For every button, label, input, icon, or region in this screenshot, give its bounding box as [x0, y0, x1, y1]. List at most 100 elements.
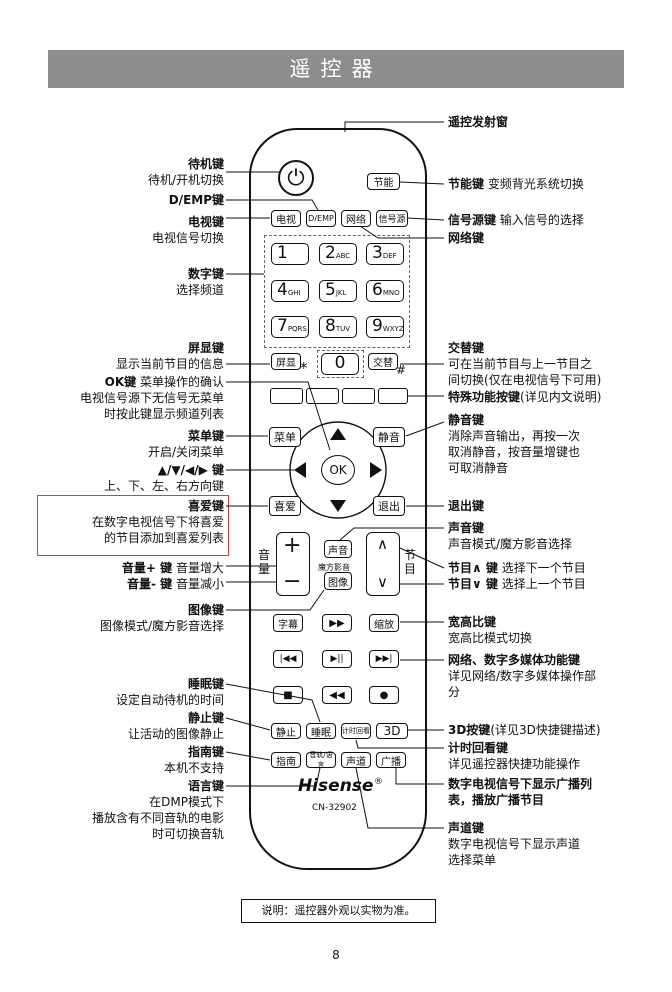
stop-button[interactable]: ■ — [273, 686, 303, 704]
picture-button[interactable]: 图像 — [324, 572, 352, 590]
channel-button[interactable]: 声道 — [341, 752, 371, 768]
source-button[interactable]: 信号源 — [376, 210, 408, 227]
mute-label-line4: 可取消静音 — [448, 461, 509, 475]
menu-button[interactable]: 菜单 — [269, 427, 301, 447]
sleep-label: 睡眠键设定自动待机的时间 — [115, 677, 224, 707]
channel-label-line2: 数字电视信号下显示声道 — [448, 837, 581, 851]
arrows-label: ▲/▼/◀/▶ 键上、下、左、右方向键 — [103, 463, 224, 493]
digit-2-button[interactable]: 2ABC — [319, 243, 357, 265]
program-up-label: 节目∧ 键 选择下一个节目 — [448, 561, 586, 575]
mute-label-line2: 消除声音输出，再按一次 — [448, 429, 581, 443]
ok-label-line3: 时按此键显示频道列表 — [103, 407, 224, 421]
program-up-button[interactable]: ∧ — [377, 535, 388, 553]
guide-button[interactable]: 指南 — [271, 752, 301, 768]
digit-0-button[interactable]: 0 — [321, 353, 359, 375]
special-key-1[interactable] — [270, 388, 303, 404]
digit-6-button[interactable]: 6MNO — [366, 280, 404, 302]
media-label: 网络、数字多媒体功能键 — [448, 653, 581, 667]
sleep-button[interactable]: 睡眠 — [306, 723, 336, 739]
mute-button[interactable]: 静音 — [373, 427, 405, 447]
rewind-button[interactable]: ◀◀ — [322, 686, 352, 704]
down-arrow-icon — [330, 500, 346, 512]
energy-button[interactable]: 节能 — [367, 173, 400, 190]
swap-label: 交替键 — [448, 341, 485, 355]
fast-forward-button[interactable]: ▶▶ — [322, 614, 352, 632]
favorite-label-line2: 的节目添加到喜爱列表 — [103, 531, 224, 545]
volume-up-label: 音量+ 键 音量增大 — [121, 561, 224, 575]
sound-label: 声音键 — [448, 521, 485, 535]
disclaimer-note: 说明：遥控器外观以实物为准。 — [241, 899, 436, 923]
star-symbol: * — [300, 359, 308, 377]
play-pause-button[interactable]: ▶|| — [322, 650, 352, 668]
ok-button[interactable]: OK — [321, 455, 355, 485]
timeback-label-line2: 详见遥控器快捷功能操作 — [448, 757, 581, 771]
digit-8-button[interactable]: 8TUV — [319, 316, 357, 338]
volume-down-label: 音量- 键 音量减小 — [126, 577, 224, 591]
menu-label: 菜单键开启/关闭菜单 — [147, 429, 224, 459]
volume-rocker — [276, 532, 310, 596]
timeback-button[interactable]: 计时回看 — [341, 723, 371, 739]
volume-up-button[interactable]: + — [283, 533, 302, 558]
program-down-label: 节目∨ 键 选择上一个节目 — [448, 577, 586, 591]
ok-label: OK键 菜单操作的确认 — [104, 375, 224, 389]
special-key-4[interactable] — [378, 388, 408, 404]
numeric-label: 数字键选择频道 — [175, 267, 224, 297]
hash-symbol: # — [396, 363, 407, 377]
zoom-button[interactable]: 缩放 — [369, 614, 399, 632]
registered-mark: ® — [374, 777, 383, 787]
exit-label: 退出键 — [448, 499, 485, 513]
network-label: 网络键 — [448, 231, 485, 245]
network-button[interactable]: 网络 — [341, 210, 371, 227]
digit-3-button[interactable]: 3DEF — [366, 243, 404, 265]
mute-label-line3: 取消静音，按音量增键也 — [448, 445, 581, 459]
channel-label-line3: 选择菜单 — [448, 853, 497, 867]
program-down-button[interactable]: ∨ — [377, 573, 388, 591]
standby-label: 待机键待机/开机切换 — [147, 157, 224, 187]
previous-button[interactable]: |◀◀ — [273, 650, 303, 668]
subtitle-button[interactable]: 字幕 — [273, 614, 303, 632]
special-key-3[interactable] — [342, 388, 375, 404]
swap-button[interactable]: 交替 — [368, 353, 398, 370]
remote-control-illustration — [249, 128, 427, 870]
media-label-line3: 分 — [448, 685, 461, 699]
display-button[interactable]: 屏显 — [271, 353, 301, 370]
demp-label: D/EMP键 — [168, 193, 224, 207]
digit-7-button[interactable]: 7PQRS — [271, 316, 309, 338]
demp-button[interactable]: D/EMP — [306, 210, 336, 227]
ok-label-line2: 电视信号源下无信号无菜单 — [79, 391, 224, 405]
sound-label-line2: 声音模式/魔方影音选择 — [448, 537, 573, 551]
volume-down-button[interactable]: − — [283, 569, 302, 594]
record-button[interactable]: ● — [369, 686, 399, 704]
page-number: 8 — [332, 948, 340, 962]
tv-button[interactable]: 电视 — [271, 210, 301, 227]
timeback-label: 计时回看键 — [448, 741, 509, 755]
next-button[interactable]: ▶▶| — [369, 650, 399, 668]
broadcast-button[interactable]: 广播 — [376, 752, 406, 768]
media-label-line2: 详见网络/数字多媒体操作部 — [448, 669, 597, 683]
language-label-line2: 播放含有不同音轨的电影 — [91, 811, 224, 825]
language-label-line3: 时可切换音轨 — [151, 827, 224, 841]
language-label: 语言键在DMP模式下 — [149, 779, 224, 809]
digit-9-button[interactable]: 9WXYZ — [366, 316, 404, 338]
mute-label: 静音键 — [448, 413, 485, 427]
digit-5-button[interactable]: 5JKL — [319, 280, 357, 302]
language-button[interactable]: 音轨/语言 — [306, 751, 336, 769]
power-button[interactable]: ⏻ — [278, 160, 314, 196]
program-rocker — [366, 532, 400, 596]
still-label: 静止键让活动的图像静止 — [127, 711, 224, 741]
source-label: 信号源键 输入信号的选择 — [448, 213, 584, 227]
right-arrow-icon — [370, 462, 382, 478]
favorite-button[interactable]: 喜爱 — [269, 496, 301, 516]
still-button[interactable]: 静止 — [271, 723, 301, 739]
sound-button[interactable]: 声音 — [324, 540, 352, 558]
swap-label-line2: 可在当前节目与上一节目之 — [448, 357, 593, 371]
exit-button[interactable]: 退出 — [373, 496, 405, 516]
3d-label: 3D按键(详见3D快捷键描述) — [448, 723, 601, 737]
3d-button[interactable]: 3D — [376, 723, 408, 739]
digit-4-button[interactable]: 4GHI — [271, 280, 309, 302]
favorite-label: 喜爱键在数字电视信号下将喜爱 — [91, 499, 224, 529]
digit-1-button[interactable]: 1 — [271, 243, 309, 265]
favorite-highlight-box — [37, 495, 229, 556]
model-number: CN-32902 — [312, 803, 357, 813]
up-arrow-icon — [330, 428, 346, 440]
